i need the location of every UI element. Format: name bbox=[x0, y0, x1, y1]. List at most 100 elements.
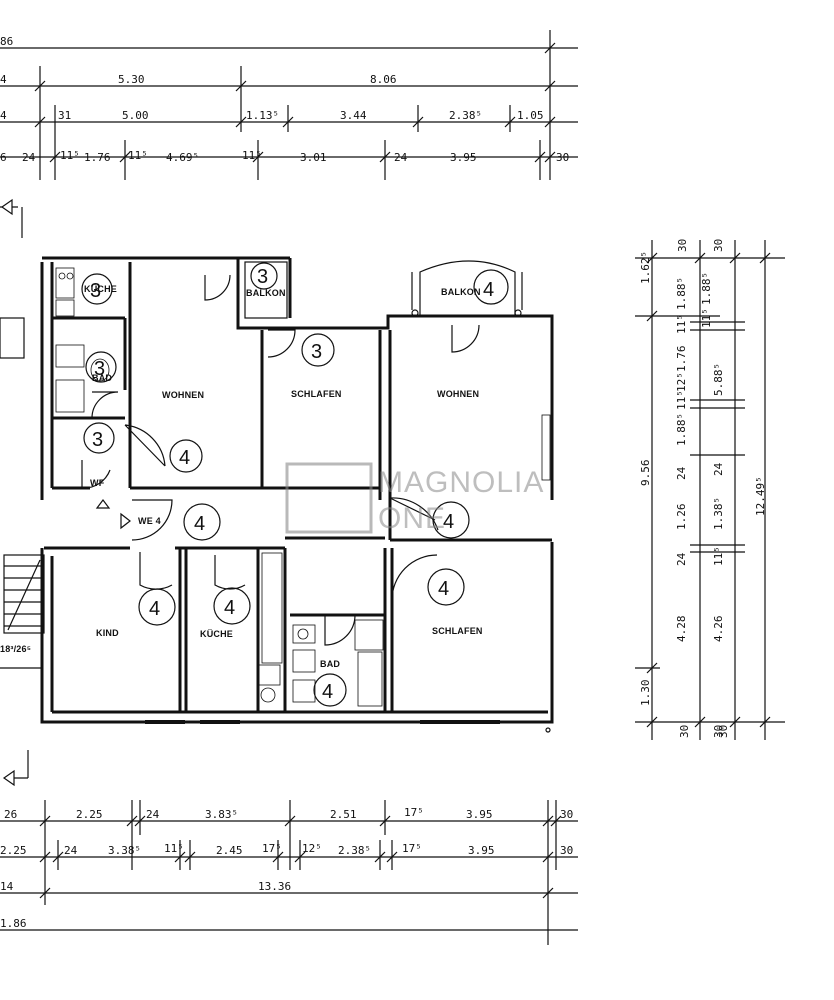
dim-right-c3-2: 11⁵ bbox=[700, 308, 713, 328]
room-label-kueche-top: KÜCHE bbox=[84, 284, 117, 294]
unit-mark-circles bbox=[81, 262, 509, 707]
room-label-schlafen-bottom: SCHLAFEN bbox=[432, 626, 483, 636]
dim-right-c3-6: 11⁵ bbox=[712, 546, 725, 566]
section-marker-bottom bbox=[2, 750, 29, 787]
dim-top-r2-2: 8.06 bbox=[370, 73, 397, 86]
dim-right-c2-3: 12⁵ bbox=[675, 372, 688, 392]
dim-top-r4-10: 30 bbox=[556, 151, 569, 164]
dim-top-r1-0: 86 bbox=[0, 35, 13, 48]
doors bbox=[81, 274, 480, 646]
dim-top-r4-4: 11⁵ bbox=[128, 149, 148, 162]
dim-bottom-r2-10: 30 bbox=[560, 844, 573, 857]
dim-right-c3-7: 4.26 bbox=[712, 616, 725, 643]
dim-top-r4-3: 1.76 bbox=[84, 151, 111, 164]
dim-right-c2-0: 1.88⁵ bbox=[675, 277, 688, 310]
dim-right-c2-6: 24 bbox=[675, 466, 688, 480]
unit-mark-10: 4 bbox=[224, 597, 235, 619]
dim-bottom-r4-0: 1.86 bbox=[0, 917, 27, 930]
room-label-balkon-small: BALKON bbox=[246, 288, 286, 298]
dim-right-c2-5: 1.88⁵ bbox=[675, 413, 688, 446]
stairs bbox=[0, 317, 45, 669]
dim-bottom-r2-2: 3.38⁵ bbox=[108, 844, 141, 857]
top-dimension-ticks bbox=[34, 42, 556, 163]
dim-top-r3-6: 1.05 bbox=[517, 109, 544, 122]
dim-top-r3-0: 4 bbox=[0, 109, 7, 122]
dim-right-c1-1: 1.62⁵ bbox=[639, 251, 652, 284]
unit-mark-4: 3 bbox=[311, 341, 322, 363]
dim-top-r4-9: 3.95 bbox=[450, 151, 477, 164]
room-label-wohnen-right: WOHNEN bbox=[437, 389, 479, 399]
bottom-dimension-lines bbox=[0, 800, 578, 945]
dim-bottom-r1-2: 24 bbox=[146, 808, 160, 821]
dim-bottom-r2-4: 2.45 bbox=[216, 844, 243, 857]
room-label-we4: WE 4 bbox=[138, 516, 161, 526]
dim-top-r3-5: 2.38⁵ bbox=[449, 109, 482, 122]
unit-mark-8: 4 bbox=[443, 511, 454, 533]
dim-right-c3-0: 30 bbox=[712, 239, 725, 252]
right-dims-c1: 30 1.62⁵ 9.56 1.30 30 bbox=[639, 239, 691, 738]
dim-bottom-r1-4: 2.51 bbox=[330, 808, 357, 821]
dim-top-r3-4: 3.44 bbox=[340, 109, 367, 122]
top-dimension-lines bbox=[0, 30, 578, 180]
dim-right-c3-8: 30 bbox=[717, 725, 730, 738]
stair-label: 18³/26⁵ bbox=[0, 644, 31, 654]
dim-top-r4-2: 11⁵ bbox=[60, 149, 80, 162]
dim-right-c3-5: 1.38⁵ bbox=[712, 497, 725, 530]
dim-right-c1-4: 30 bbox=[678, 725, 691, 738]
fixtures bbox=[55, 267, 384, 707]
dim-right-c2-2: 1.76 bbox=[675, 346, 688, 373]
dim-right-c3-4: 24 bbox=[712, 462, 725, 476]
dim-bottom-r2-9: 3.95 bbox=[468, 844, 495, 857]
room-label-balkon-right: BALKON bbox=[441, 287, 481, 297]
right-dimension-lines bbox=[635, 240, 785, 740]
dim-right-c2-1: 11⁵ bbox=[675, 314, 688, 334]
balcony-right bbox=[411, 260, 523, 317]
room-label-bad-bottom: BAD bbox=[320, 659, 340, 669]
dim-top-r4-0: 6 bbox=[0, 151, 7, 164]
unit-mark-2: 3 bbox=[257, 266, 268, 288]
dim-bottom-r1-3: 3.83⁵ bbox=[205, 808, 238, 821]
dim-bottom-r1-6: 3.95 bbox=[466, 808, 493, 821]
dim-bottom-r3-1: 13.36 bbox=[258, 880, 291, 893]
dim-top-r4-5: 4.69⁵ bbox=[166, 151, 199, 164]
dim-top-r2-0: 4 bbox=[0, 73, 7, 86]
entry-markers bbox=[95, 499, 551, 733]
dim-top-r2-1: 5.30 bbox=[118, 73, 145, 86]
watermark-logo: MAGNOLIA ONE bbox=[285, 462, 544, 535]
dim-right-c2-4: 11⁵ bbox=[675, 390, 688, 410]
right-dims-c2: 1.88⁵ 11⁵ 1.76 12⁵ 11⁵ 1.88⁵ 24 1.26 24 … bbox=[675, 277, 725, 738]
dim-right-c1-2: 9.56 bbox=[639, 460, 652, 487]
unit-mark-13: 4 bbox=[179, 447, 190, 469]
dim-right-c2-9: 4.28 bbox=[675, 616, 688, 643]
dim-bottom-r1-5: 17⁵ bbox=[404, 806, 424, 819]
watermark-line2: ONE bbox=[378, 502, 446, 535]
dim-top-r4-8: 24 bbox=[394, 151, 408, 164]
bottom-dimension-ticks bbox=[39, 815, 562, 899]
unit-mark-7: 4 bbox=[194, 513, 205, 535]
watermark-line1: MAGNOLIA bbox=[378, 466, 544, 499]
unit-mark-6: 3 bbox=[92, 429, 103, 451]
dim-bottom-r3-0: 14 bbox=[0, 880, 14, 893]
dim-top-r3-1: 31 bbox=[58, 109, 71, 122]
outer-walls bbox=[40, 256, 554, 724]
dim-bottom-r2-7: 2.38⁵ bbox=[338, 844, 371, 857]
balcony-small bbox=[244, 261, 288, 319]
dim-right-c1-0: 30 bbox=[676, 239, 689, 252]
section-marker-top bbox=[0, 198, 23, 238]
dim-top-r4-7: 3.01 bbox=[300, 151, 327, 164]
dim-top-r4-6: 11⁵ bbox=[242, 149, 262, 162]
dim-top-r4-1: 24 bbox=[22, 151, 36, 164]
room-label-schlafen-top: SCHLAFEN bbox=[291, 389, 342, 399]
right-dims-c3: 30 1.88⁵ 11⁵ 5.88⁵ 24 1.38⁵ 11⁵ 4.26 30 bbox=[700, 239, 730, 738]
dim-bottom-r2-1: 24 bbox=[64, 844, 78, 857]
dim-bottom-r1-7: 30 bbox=[560, 808, 573, 821]
dim-bottom-r1-1: 2.25 bbox=[76, 808, 103, 821]
room-label-bad-top: BAD bbox=[92, 373, 112, 383]
unit-mark-5: 3 bbox=[94, 358, 105, 380]
right-dimension-ticks bbox=[646, 252, 771, 728]
dim-top-r3-2: 5.00 bbox=[122, 109, 149, 122]
dim-right-c3-3: 5.88⁵ bbox=[712, 363, 725, 396]
windows bbox=[145, 414, 551, 724]
dim-right-c3-1: 1.88⁵ bbox=[700, 272, 713, 305]
